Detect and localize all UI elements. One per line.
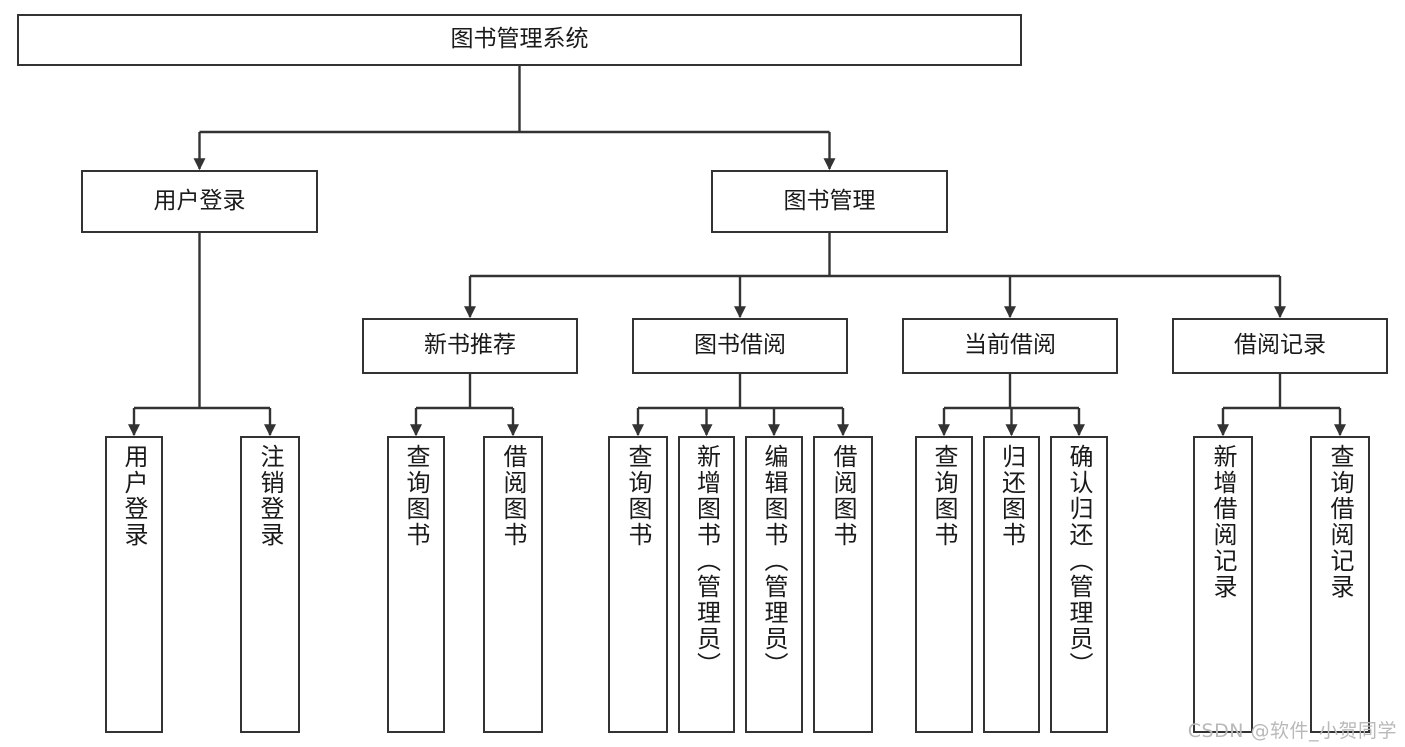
node-label: 查询图书 [402, 444, 430, 548]
node-current-borrow[interactable]: 当前借阅 [902, 318, 1118, 374]
node-label: 当前借阅 [964, 332, 1056, 359]
node-label: 用户登录 [120, 444, 148, 548]
node-label: 借阅记录 [1234, 332, 1326, 359]
node-leaf-query-book-current[interactable]: 查询图书 [915, 436, 973, 733]
node-label: 编辑图书（管理员） [760, 444, 788, 678]
node-leaf-confirm-return[interactable]: 确认归还（管理员） [1050, 436, 1108, 733]
node-label: 图书管理系统 [450, 26, 589, 53]
node-label: 注销登录 [256, 444, 284, 548]
node-label: 借阅图书 [829, 444, 857, 548]
node-book-manage[interactable]: 图书管理 [711, 170, 948, 233]
node-root[interactable]: 图书管理系统 [17, 14, 1022, 66]
node-label: 查询借阅记录 [1326, 444, 1354, 600]
node-label: 查询图书 [930, 444, 958, 548]
node-borrow-record[interactable]: 借阅记录 [1172, 318, 1388, 374]
node-label: 新增图书（管理员） [692, 444, 721, 678]
node-user-login[interactable]: 用户登录 [81, 170, 318, 233]
node-leaf-add-record[interactable]: 新增借阅记录 [1193, 436, 1253, 733]
node-label: 借阅图书 [499, 444, 527, 548]
watermark-text: CSDN @软件_小贺同学 [1187, 720, 1397, 742]
node-label: 图书管理 [783, 187, 876, 214]
node-new-book-rec[interactable]: 新书推荐 [362, 318, 578, 374]
node-label: 用户登录 [153, 187, 246, 214]
node-leaf-query-book-borrow[interactable]: 查询图书 [608, 436, 668, 733]
node-label: 确认归还（管理员） [1065, 444, 1093, 678]
node-label: 图书借阅 [694, 332, 786, 359]
node-leaf-borrow-book[interactable]: 借阅图书 [813, 436, 873, 733]
node-leaf-return-book[interactable]: 归还图书 [983, 436, 1040, 733]
node-leaf-user-login[interactable]: 用户登录 [105, 436, 163, 733]
node-leaf-borrow-book-rec[interactable]: 借阅图书 [483, 436, 543, 733]
node-leaf-user-logout[interactable]: 注销登录 [240, 436, 300, 733]
node-label: 新书推荐 [424, 332, 516, 359]
node-book-borrow[interactable]: 图书借阅 [632, 318, 848, 374]
node-label: 查询图书 [624, 444, 652, 548]
node-label: 归还图书 [997, 444, 1026, 548]
node-leaf-add-book[interactable]: 新增图书（管理员） [678, 436, 735, 733]
node-leaf-query-book-rec[interactable]: 查询图书 [387, 436, 445, 733]
node-leaf-edit-book[interactable]: 编辑图书（管理员） [745, 436, 803, 733]
node-label: 新增借阅记录 [1209, 444, 1237, 600]
node-leaf-query-record[interactable]: 查询借阅记录 [1310, 436, 1370, 733]
